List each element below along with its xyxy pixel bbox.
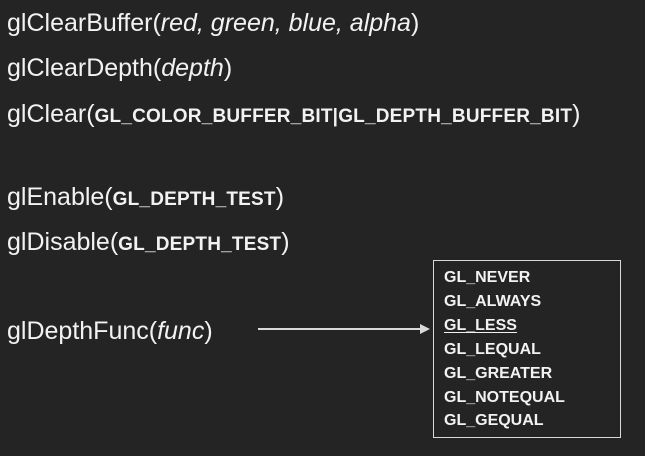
depth-func-options-box: GL_NEVER GL_ALWAYS GL_LESS GL_LEQUAL GL_GREA… — [433, 260, 621, 438]
depth-func-options-list: GL_NEVER GL_ALWAYS GL_LESS GL_LEQUAL GL_GREA… — [434, 261, 620, 433]
depth-func-option: GL_NEVER — [444, 269, 531, 286]
depth-func-option: GL_GREATER — [444, 364, 553, 382]
function-args: func — [157, 317, 205, 345]
close-paren: ) — [410, 9, 420, 37]
depth-func-option: GL_GEQUAL — [444, 412, 544, 430]
code-line-clear: glClear(GL_COLOR_BUFFER_BIT|GL_DEPTH_BUF… — [7, 99, 580, 132]
function-args: depth — [161, 54, 224, 82]
arrow-right-icon — [258, 324, 430, 334]
function-name: glClearBuffer( — [7, 9, 161, 37]
depth-func-option: GL_LEQUAL — [444, 340, 541, 358]
depth-func-option: GL_LESS — [444, 316, 517, 334]
code-line-enable: glEnable(GL_DEPTH_TEST) — [7, 182, 284, 215]
depth-func-option: GL_ALWAYS — [444, 292, 542, 310]
function-args: GL_DEPTH_TEST — [118, 234, 282, 255]
function-args: GL_DEPTH_TEST — [112, 189, 276, 210]
function-name: glEnable( — [7, 183, 113, 211]
close-paren: ) — [281, 228, 290, 256]
code-line-clear-buffer: glClearBuffer(red, green, blue, alpha) — [7, 8, 419, 38]
code-line-depth-func: glDepthFunc(func) — [7, 316, 213, 346]
close-paren: ) — [275, 183, 285, 211]
function-args: red, green, blue, alpha — [160, 9, 411, 37]
close-paren: ) — [223, 54, 233, 82]
function-name: glClearDepth( — [7, 54, 162, 82]
function-name: glDepthFunc( — [7, 317, 158, 345]
close-paren: ) — [572, 100, 581, 128]
close-paren: ) — [204, 317, 213, 345]
code-line-disable: glDisable(GL_DEPTH_TEST) — [7, 227, 290, 260]
function-name: glClear( — [7, 100, 95, 128]
function-args: GL_COLOR_BUFFER_BIT|GL_DEPTH_BUFFER_BIT — [94, 106, 573, 127]
code-line-clear-depth: glClearDepth(depth) — [7, 53, 232, 83]
function-name: glDisable( — [7, 228, 119, 256]
depth-func-option: GL_NOTEQUAL — [444, 388, 565, 406]
